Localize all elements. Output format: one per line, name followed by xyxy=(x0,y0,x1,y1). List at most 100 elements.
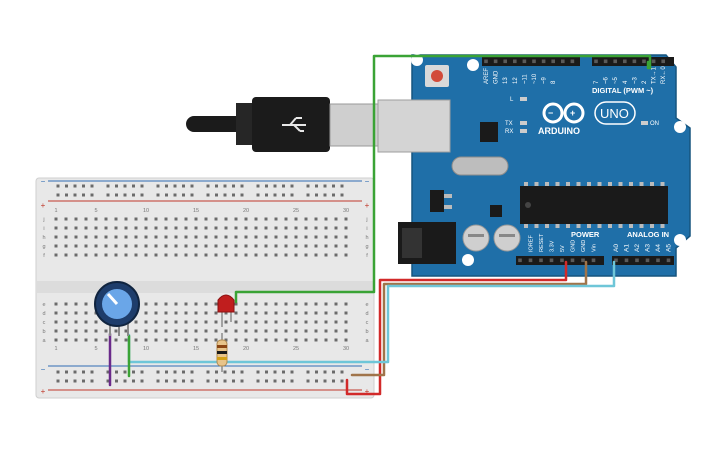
row-letter-left: j xyxy=(42,217,44,223)
usb-cable-icon[interactable] xyxy=(186,97,381,152)
row-letter-right: d xyxy=(365,311,368,317)
led-l-label: L xyxy=(510,97,514,103)
analog-pin-label: A0 xyxy=(613,244,620,252)
bottom-header-holes xyxy=(518,258,671,263)
analog-pin-label: A2 xyxy=(634,244,641,252)
column-number-bottom: 30 xyxy=(343,346,349,352)
column-number-bottom: 15 xyxy=(193,346,199,352)
digital-pin-label: AREF xyxy=(484,68,490,84)
row-letter-left: i xyxy=(43,226,44,232)
microchip-icon xyxy=(520,182,668,228)
analog-pin-label: A1 xyxy=(624,244,631,252)
digital-pin-label: GND xyxy=(494,70,500,84)
row-letter-left: e xyxy=(42,302,45,308)
digital-pin-label: TX→1 xyxy=(652,66,658,84)
digital-pin-label: 13 xyxy=(503,77,509,84)
row-letter-left: h xyxy=(42,235,45,241)
arduino-infinity-logo-icon xyxy=(542,102,585,124)
column-number-top: 30 xyxy=(343,208,349,214)
digital-label: DIGITAL (PWM ~) xyxy=(592,86,654,95)
row-letter-right: a xyxy=(365,338,369,344)
rail-minus-sign: − xyxy=(365,177,370,186)
model-label: UNO xyxy=(600,106,629,121)
power-pin-label: GND xyxy=(581,240,587,252)
capacitor-icon xyxy=(462,224,521,252)
column-number-top: 20 xyxy=(243,208,249,214)
row-letter-left: c xyxy=(43,320,46,326)
power-pin-label: RESET xyxy=(539,233,545,252)
power-pin-label: Vin xyxy=(592,244,598,252)
power-rails xyxy=(48,180,362,391)
led-on-label: ON xyxy=(650,121,659,127)
rail-plus-sign: + xyxy=(41,387,46,396)
reset-button-icon[interactable] xyxy=(425,65,449,87)
resistor-icon[interactable] xyxy=(216,333,228,372)
column-number-bottom: 20 xyxy=(243,346,249,352)
wire-red-5v xyxy=(345,260,568,396)
column-number-top: 5 xyxy=(94,208,97,214)
svg-text:−: − xyxy=(548,108,553,118)
column-number-top: 10 xyxy=(143,208,149,214)
row-letter-left: f xyxy=(43,253,45,259)
rail-minus-sign: − xyxy=(41,365,46,374)
rail-plus-sign: + xyxy=(365,387,370,396)
digital-pin-label: ~10 xyxy=(532,73,538,84)
row-letter-left: d xyxy=(42,311,45,317)
digital-pin-label: ~11 xyxy=(522,74,528,84)
row-letter-right: g xyxy=(365,244,368,250)
rail-minus-sign: − xyxy=(41,177,46,186)
row-letter-right: e xyxy=(365,302,368,308)
digital-pin-label: ~6 xyxy=(604,76,610,84)
digital-pin-label: ~5 xyxy=(613,76,619,84)
power-pin-label: 5V xyxy=(560,245,566,252)
row-letter-right: i xyxy=(366,226,367,232)
power-pin-label: IOREF xyxy=(529,235,535,252)
rail-plus-sign: + xyxy=(41,201,46,210)
row-letter-right: j xyxy=(365,217,367,223)
column-number-top: 1 xyxy=(54,208,57,214)
power-pin-label: 3.3V xyxy=(550,240,556,252)
row-letter-left: b xyxy=(42,329,45,335)
potentiometer-icon[interactable] xyxy=(94,281,140,336)
power-label: POWER xyxy=(571,230,600,239)
column-number-bottom: 10 xyxy=(143,346,149,352)
digital-pin-label: 8 xyxy=(551,80,557,84)
power-jack-icon xyxy=(398,222,456,264)
led-red-icon[interactable] xyxy=(217,294,235,327)
wire-green-digital xyxy=(234,54,652,304)
analog-pin-label: A3 xyxy=(645,244,652,252)
column-number-bottom: 5 xyxy=(94,346,97,352)
led-rx-label: RX xyxy=(505,129,513,135)
svg-text:+: + xyxy=(570,108,575,118)
rail-minus-sign: − xyxy=(365,365,370,374)
rail-plus-sign: + xyxy=(365,201,370,210)
digital-pin-label: 12 xyxy=(513,77,519,84)
digital-pin-label: 4 xyxy=(623,80,629,84)
row-letter-right: c xyxy=(366,320,369,326)
led-tx-label: TX xyxy=(505,121,513,127)
row-letter-right: f xyxy=(366,253,368,259)
analog-label: ANALOG IN xyxy=(627,230,669,239)
brand-label: ARDUINO xyxy=(538,126,580,136)
digital-pin-label: ~9 xyxy=(542,76,548,84)
column-number-bottom: 25 xyxy=(293,346,299,352)
row-letter-right: b xyxy=(365,329,368,335)
wire-brown-gnd xyxy=(350,260,588,377)
digital-pin-label: 7 xyxy=(594,80,600,84)
row-letter-left: a xyxy=(42,338,46,344)
analog-pin-label: A4 xyxy=(655,244,662,252)
row-letter-right: h xyxy=(365,235,368,241)
digital-pin-label: RX←0 xyxy=(661,66,667,84)
column-number-bottom: 1 xyxy=(54,346,57,352)
wires[interactable] xyxy=(108,54,652,396)
analog-pin-label: A5 xyxy=(666,244,673,252)
usb-trident-icon xyxy=(282,117,306,132)
digital-pin-label: ~3 xyxy=(632,76,638,84)
